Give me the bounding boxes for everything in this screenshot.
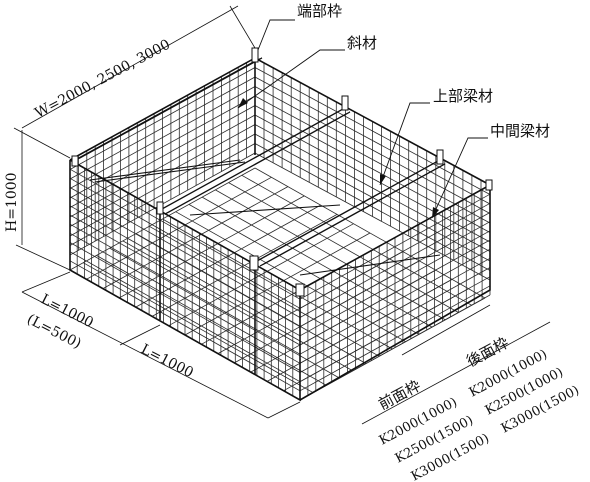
dimension-width (13, 5, 256, 159)
width-dimension-label: W=2000, 2500, 3000 (32, 37, 173, 122)
wire-mesh (69, 57, 491, 401)
top-beam-label: 上部梁材 (433, 87, 493, 105)
rear-frame-label: 後面枠 (463, 334, 511, 371)
mid-beam-label: 中間梁材 (490, 122, 550, 140)
dimension-length (21, 271, 301, 419)
front-frame-label: 前面枠 (375, 377, 423, 414)
basket-frame (69, 57, 491, 402)
length-b-label: L=1000 (138, 341, 196, 381)
height-dimension-label: H=1000 (4, 172, 20, 232)
leader-arrows (238, 98, 439, 218)
diagonal-label: 斜材 (347, 34, 377, 52)
leader-lines (237, 19, 488, 219)
dimension-bottom-right (361, 304, 551, 425)
dimension-height (15, 130, 71, 271)
bolts (71, 47, 493, 297)
diagonal-braces (89, 159, 441, 276)
end-frame-label: 端部枠 (297, 2, 342, 20)
